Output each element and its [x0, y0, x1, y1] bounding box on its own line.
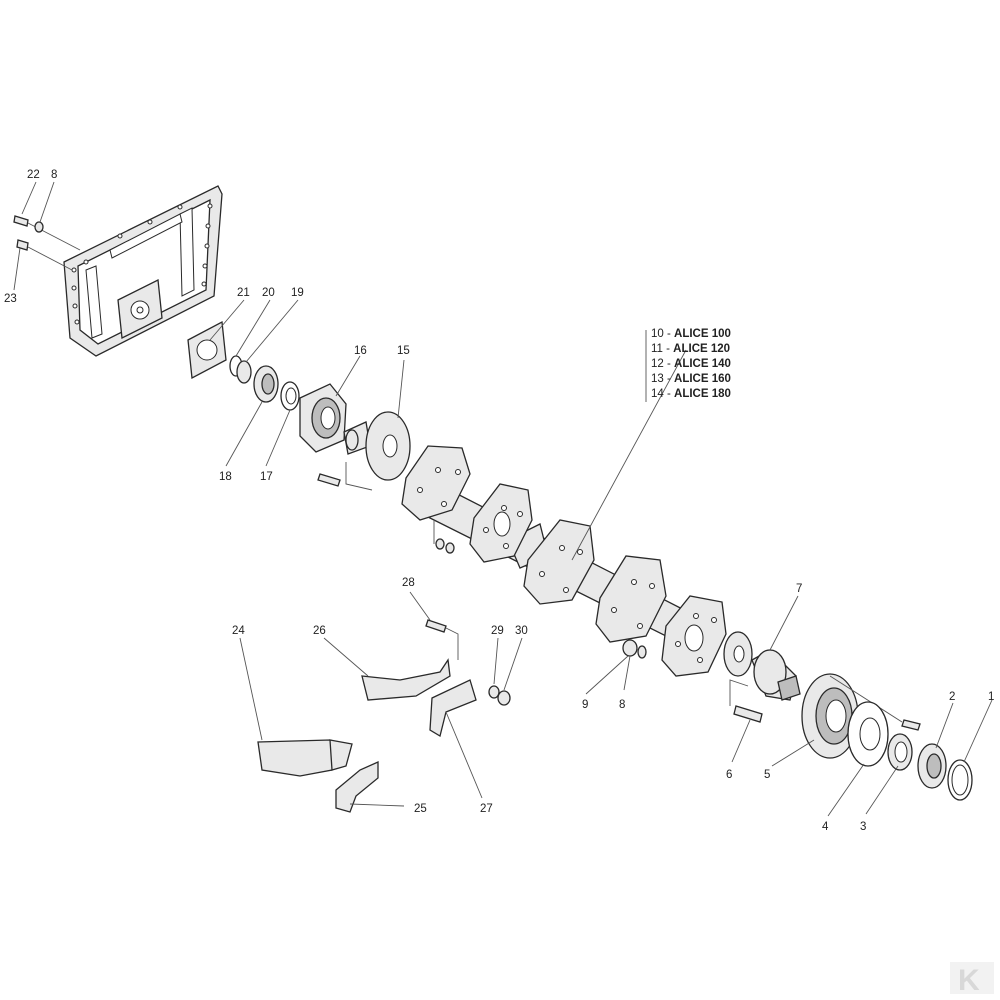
gasket-4	[847, 701, 889, 767]
callout-6: 6	[726, 769, 732, 781]
callout-16: 16	[354, 345, 367, 357]
blade-25	[335, 760, 379, 813]
blade-26	[361, 658, 451, 701]
callout-1: 1	[988, 691, 994, 703]
leader-lines	[13, 181, 993, 817]
callout-5: 5	[764, 769, 770, 781]
washer-8-rotor	[637, 645, 647, 659]
seal-3	[887, 733, 913, 771]
model-row-13: 13 - ALICE 160	[651, 373, 731, 385]
model-row-11: 11 - ALICE 120	[651, 343, 730, 355]
callout-20: 20	[262, 287, 275, 299]
bolt-6	[729, 679, 763, 723]
callout-21: 21	[237, 287, 250, 299]
washer-8-top	[34, 221, 44, 233]
callout-8-rotor: 8	[619, 699, 625, 711]
circlip-1	[947, 759, 973, 801]
callout-7: 7	[796, 583, 802, 595]
rotor-flange-1	[401, 445, 471, 521]
callout-17: 17	[260, 471, 273, 483]
splined-shaft-7	[751, 649, 801, 701]
rotor-flange-2	[469, 483, 533, 563]
callout-29: 29	[491, 625, 504, 637]
callout-2: 2	[949, 691, 955, 703]
model-list: 10 - ALICE 100 11 - ALICE 120 12 - ALICE…	[645, 328, 731, 402]
callout-30: 30	[515, 625, 528, 637]
nut-9	[622, 639, 638, 657]
callout-labels: 1 2 3 4 5 6 7 8 8 9 15 16 17 18 19 20 21…	[4, 169, 994, 833]
bearing-2	[917, 743, 947, 789]
grease-nipple-23	[16, 239, 73, 271]
callout-9: 9	[582, 699, 588, 711]
callout-3: 3	[860, 821, 866, 833]
callout-25: 25	[414, 803, 427, 815]
callout-27: 27	[480, 803, 493, 815]
callout-23: 23	[4, 293, 17, 305]
k-logo-icon: K	[950, 962, 994, 997]
callout-19: 19	[291, 287, 304, 299]
rotor-flange-4	[595, 555, 667, 643]
model-row-14: 14 - ALICE 180	[651, 388, 731, 400]
rotor-flange-5	[661, 595, 727, 677]
model-row-12: 12 - ALICE 140	[651, 358, 731, 370]
rotor-flange-3	[523, 519, 595, 605]
bearing-18	[253, 365, 279, 403]
callout-4: 4	[822, 821, 829, 833]
bolt-28	[425, 619, 459, 660]
washer-29	[488, 685, 500, 699]
callout-28: 28	[402, 577, 415, 589]
svg-text:K: K	[958, 964, 980, 997]
bolts-rotor-mid	[433, 520, 455, 554]
gasket-21	[187, 320, 227, 380]
model-row-10: 10 - ALICE 100	[651, 328, 731, 340]
nut-30	[497, 690, 511, 706]
hub-disc-15	[365, 411, 411, 481]
flange-housing-16	[299, 383, 347, 453]
side-plate	[63, 185, 223, 357]
disc-7	[723, 631, 753, 677]
callout-24: 24	[232, 625, 245, 637]
callout-18: 18	[219, 471, 232, 483]
callout-15: 15	[397, 345, 410, 357]
bolt-housing-5	[829, 675, 921, 731]
blade-24	[257, 739, 353, 777]
callout-26: 26	[313, 625, 326, 637]
callout-8-top: 8	[51, 169, 57, 181]
callout-22: 22	[27, 169, 40, 181]
seal-17	[280, 381, 300, 411]
seal-19	[236, 360, 252, 384]
bolt-flange-left	[317, 462, 373, 491]
